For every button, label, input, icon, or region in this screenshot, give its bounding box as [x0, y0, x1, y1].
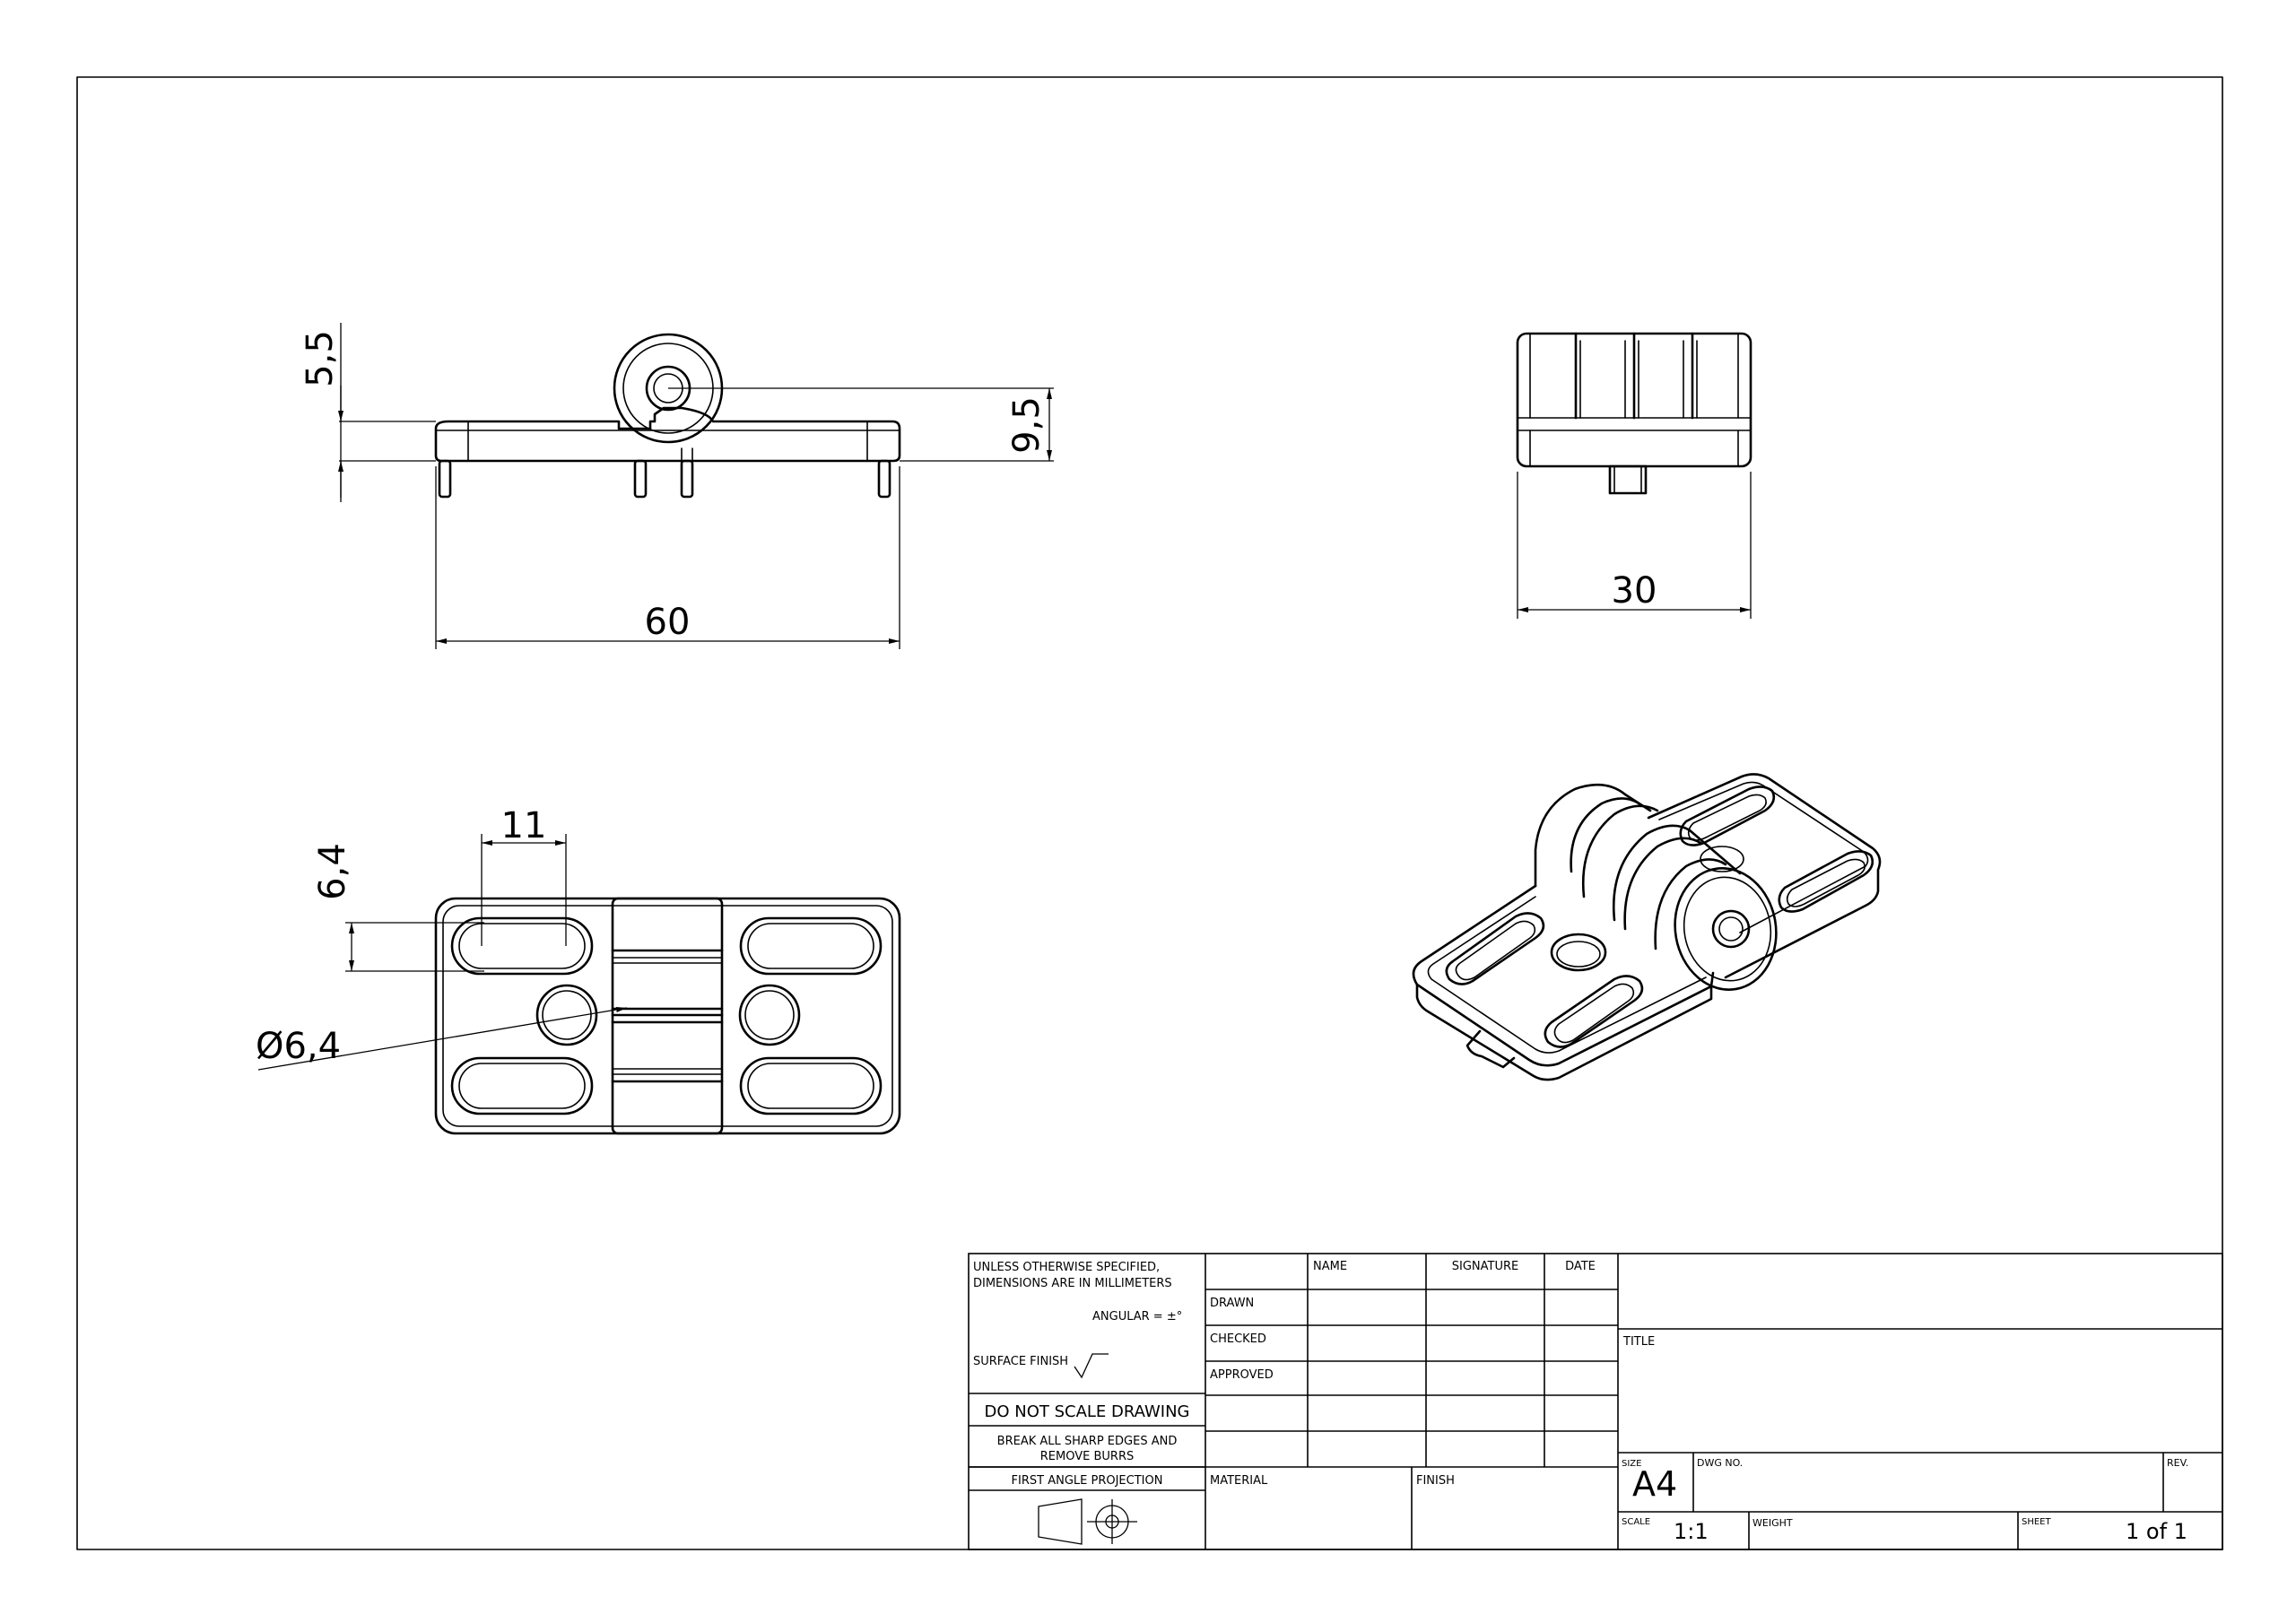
dwg-no-label: DWG NO. — [1697, 1457, 1743, 1469]
side-view: 30 — [1516, 332, 1752, 619]
sheet-label: SHEET — [2022, 1517, 2052, 1527]
size-label: SIZE — [1622, 1459, 1641, 1469]
projection-label: FIRST ANGLE PROJECTION — [1012, 1474, 1163, 1488]
rev-label: REV. — [2167, 1457, 2188, 1469]
row-drawn: DRAWN — [1210, 1297, 1254, 1310]
break-edges-line1: BREAK ALL SHARP EDGES AND — [997, 1435, 1178, 1448]
dim-slot-length: 11 — [501, 805, 547, 846]
tolerance-note-line2: DIMENSIONS ARE IN MILLIMETERS — [973, 1277, 1172, 1290]
front-view: 5,5 9,5 60 — [300, 323, 1054, 649]
tolerance-note-line1: UNLESS OTHERWISE SPECIFIED, — [973, 1261, 1160, 1274]
isometric-view — [1412, 773, 1882, 1081]
title-label: TITLE — [1622, 1335, 1655, 1349]
top-view: 11 6,4 Ø6,4 — [256, 805, 901, 1135]
finish-label: FINISH — [1416, 1474, 1455, 1488]
material-label: MATERIAL — [1210, 1474, 1268, 1488]
row-checked: CHECKED — [1210, 1332, 1266, 1346]
dim-side-width: 30 — [1612, 570, 1657, 612]
dim-front-height-small: 5,5 — [300, 330, 341, 387]
col-date: DATE — [1565, 1260, 1596, 1273]
scale-label: SCALE — [1622, 1517, 1650, 1527]
sheet-value: 1 of 1 — [2126, 1519, 2187, 1544]
scale-value: 1:1 — [1674, 1519, 1709, 1544]
size-value: A4 — [1632, 1464, 1677, 1504]
col-signature: SIGNATURE — [1452, 1260, 1518, 1273]
surface-finish-symbol — [1074, 1353, 1109, 1379]
weight-label: WEIGHT — [1752, 1517, 1793, 1529]
break-edges-line2: REMOVE BURRS — [1040, 1450, 1134, 1463]
angular-note: ANGULAR = ±° — [1092, 1310, 1182, 1324]
dim-front-width: 60 — [645, 602, 691, 643]
do-not-scale-note: DO NOT SCALE DRAWING — [984, 1402, 1189, 1421]
dim-slot-width: 6,4 — [312, 843, 353, 900]
dim-front-height-large: 9,5 — [1006, 396, 1048, 454]
surface-finish-label: SURFACE FINISH — [973, 1355, 1068, 1368]
row-approved: APPROVED — [1210, 1368, 1274, 1382]
dim-hole-diameter: Ø6,4 — [256, 1026, 341, 1067]
first-angle-projection-symbol — [1038, 1498, 1137, 1545]
title-block: UNLESS OTHERWISE SPECIFIED, DIMENSIONS A… — [968, 1253, 2223, 1550]
col-name: NAME — [1313, 1260, 1347, 1273]
